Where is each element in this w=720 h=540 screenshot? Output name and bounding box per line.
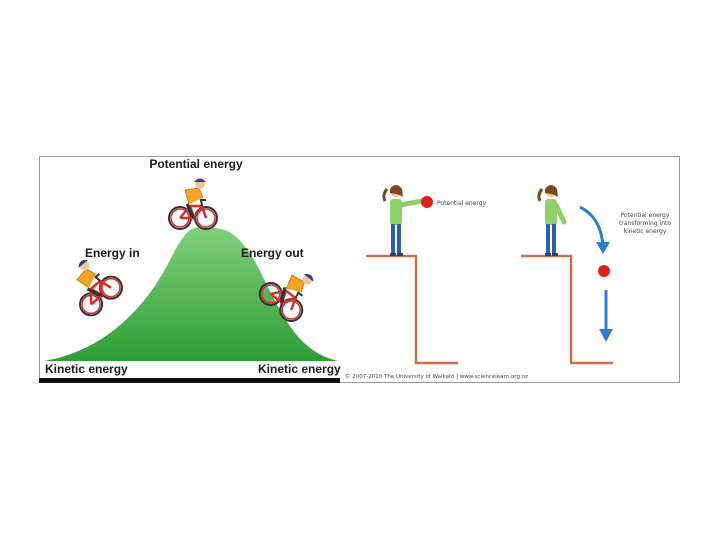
- girl-arm-down: [553, 202, 567, 225]
- bike-hill-panel: Potential energy Energy in Energy out Ki…: [39, 157, 341, 383]
- ball-held: [421, 196, 433, 208]
- caption-potential-energy: Potential energy: [437, 200, 487, 207]
- label-energy-in: Energy in: [85, 246, 140, 260]
- label-kinetic-energy-right: Kinetic energy: [258, 362, 341, 376]
- ground-bar: [39, 378, 340, 383]
- girl-arm: [397, 198, 425, 208]
- label-energy-out: Energy out: [241, 246, 304, 260]
- copyright-text: © 2007-2010 The University of Waikato | …: [345, 373, 528, 380]
- ball-falling: [598, 265, 610, 277]
- arrow-down-head-icon: [599, 329, 613, 342]
- hill: [44, 227, 338, 361]
- caption-line-2: transforming into: [619, 220, 671, 227]
- label-potential-energy: Potential energy: [149, 157, 243, 171]
- caption-line-3: kinetic energy: [624, 228, 667, 235]
- arrow-curved-head-icon: [596, 242, 610, 254]
- ball-drop-panel: Potential energy Potential energy transf…: [345, 183, 671, 380]
- label-kinetic-energy-left: Kinetic energy: [45, 362, 128, 376]
- caption-line-1: Potential energy: [620, 212, 670, 219]
